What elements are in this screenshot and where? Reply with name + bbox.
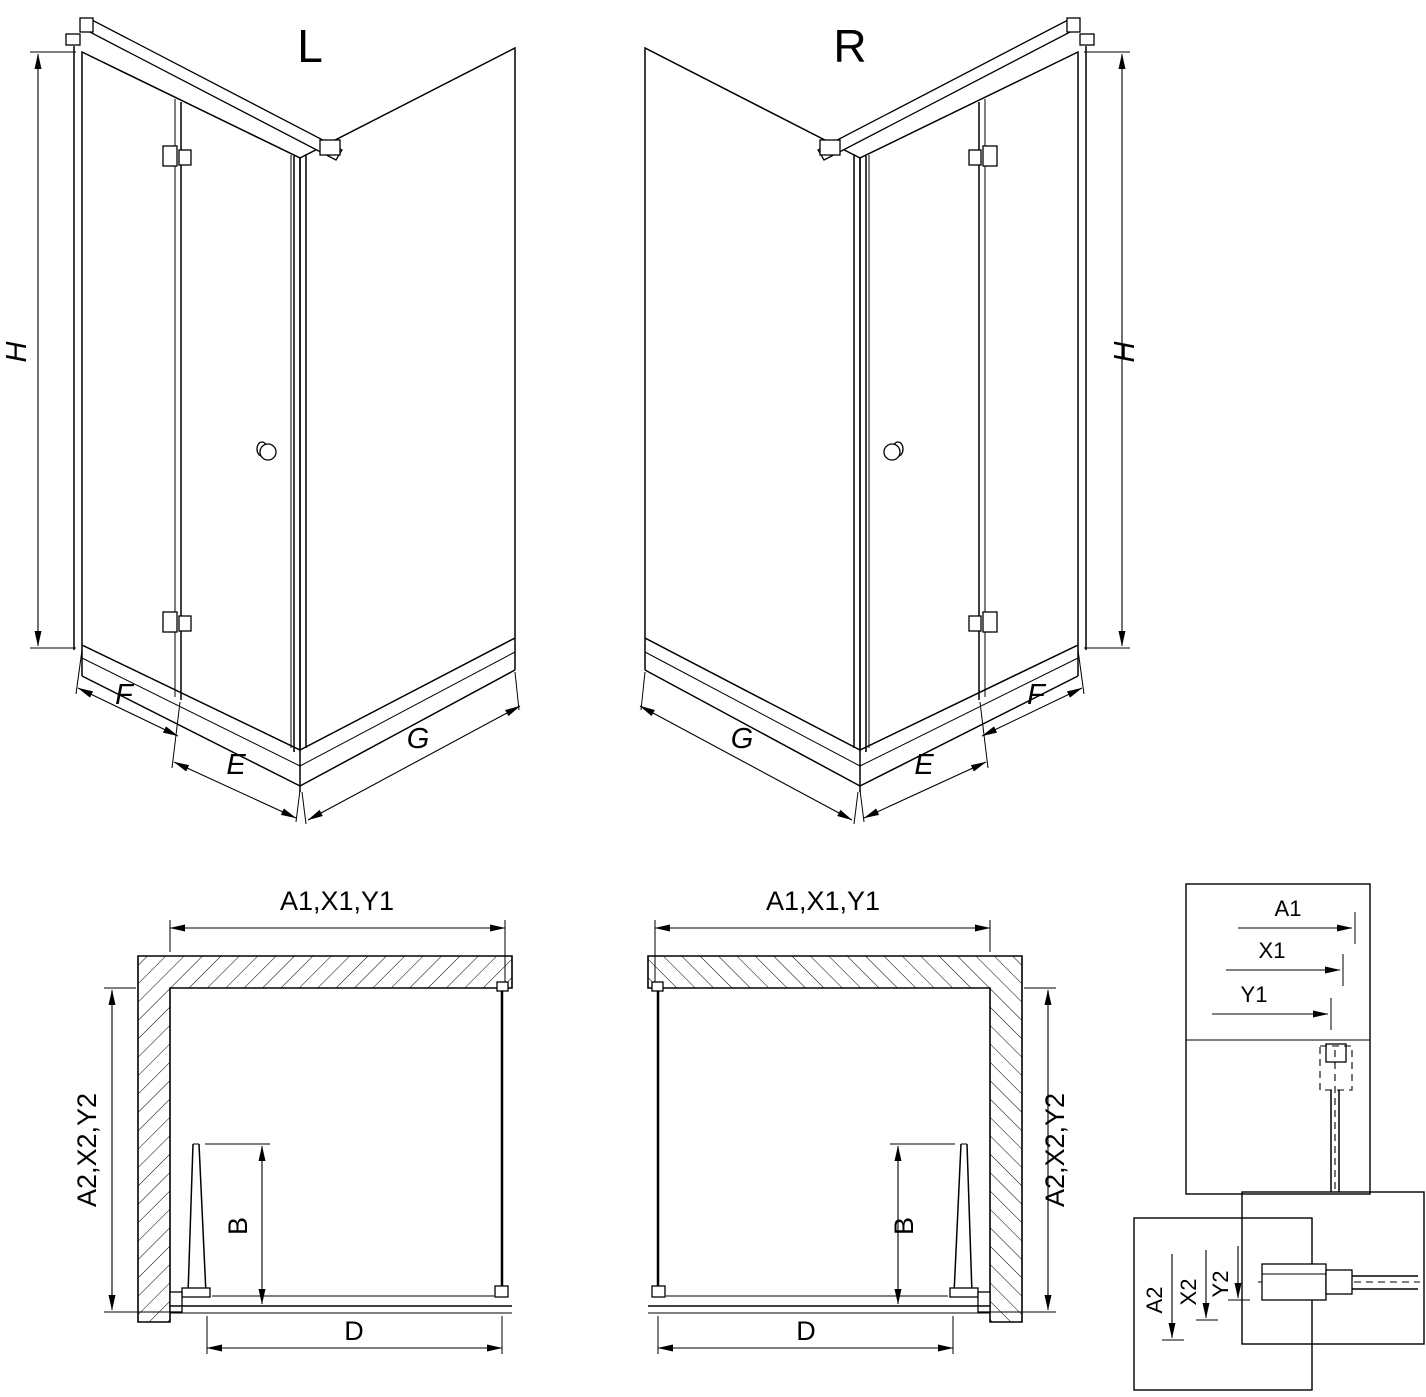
dim-label-b-left: B [223, 1217, 253, 1235]
dim-label-h-left: H [1, 341, 33, 362]
detail-depth-frame-left [1133, 1217, 1313, 1391]
variant-label-left: L [297, 20, 323, 72]
dim-y2-arrow [1228, 1246, 1250, 1301]
wall-profile-section [1258, 1263, 1420, 1301]
dim-label-d-right: D [796, 1316, 816, 1346]
detail-width-measurement: A1 X1 Y1 [1185, 883, 1371, 1195]
dim-label-y1: Y1 [1241, 982, 1268, 1007]
dim-label-g-right: G [731, 723, 754, 755]
dim-label-e-right: E [914, 749, 934, 781]
dim-a1-arrow [1238, 912, 1356, 944]
glass-profile-section [1319, 1043, 1353, 1192]
dim-label-a2: A2 [1142, 1287, 1167, 1314]
plan-view-right: A1,X1,Y1 A2,X2,Y2 B D [648, 886, 1070, 1354]
variant-label-right: R [833, 20, 866, 72]
dim-label-a1: A1 [1275, 896, 1302, 921]
dim-label-width-right: A1,X1,Y1 [766, 886, 880, 916]
dim-label-y2: Y2 [1208, 1271, 1233, 1298]
plan-view-left: A1,X1,Y1 A2,X2,Y2 B D [72, 886, 512, 1354]
dim-label-b-right: B [889, 1217, 919, 1235]
dim-y1-arrow [1212, 998, 1332, 1030]
detail-depth-frame-right [1241, 1191, 1425, 1345]
iso-view-left: L H F E G [1, 18, 520, 824]
dim-a2-arrow [1162, 1254, 1184, 1341]
dim-label-f-left: F [115, 679, 135, 711]
dim-label-width-left: A1,X1,Y1 [280, 886, 394, 916]
dim-x2-arrow [1196, 1250, 1218, 1321]
iso-view-right: R H F E G [640, 18, 1141, 824]
dim-label-g-left: G [407, 723, 430, 755]
detail-depth-measurement: A2 X2 Y2 [1133, 1191, 1425, 1391]
dim-label-x1: X1 [1259, 938, 1286, 963]
dim-label-f-right: F [1027, 679, 1047, 711]
dim-label-d-left: D [344, 1316, 364, 1346]
dim-label-h-right: H [1109, 341, 1141, 362]
dim-label-x2: X2 [1176, 1279, 1201, 1306]
dim-label-depth-left: A2,X2,Y2 [72, 1093, 102, 1207]
dim-label-e-left: E [226, 749, 246, 781]
dim-label-depth-right: A2,X2,Y2 [1040, 1093, 1070, 1207]
dim-x1-arrow [1226, 954, 1344, 986]
detail-width-frame [1185, 883, 1371, 1195]
